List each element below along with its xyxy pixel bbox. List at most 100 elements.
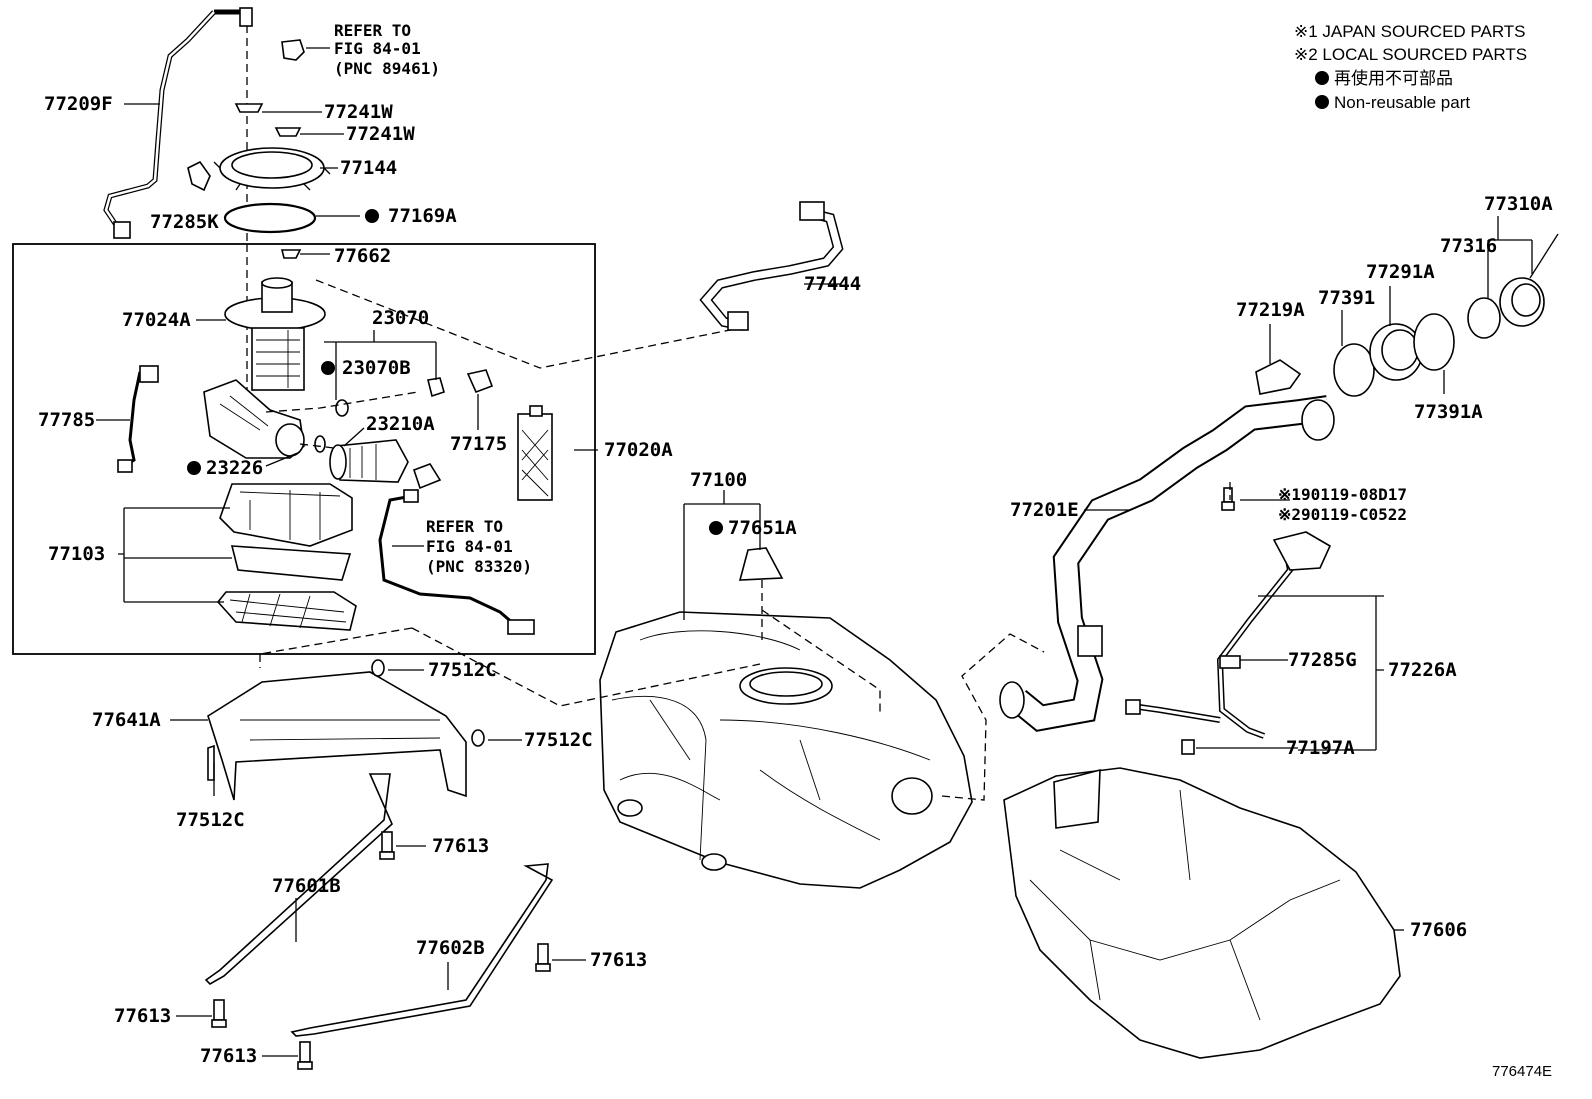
part-label[interactable]: 77512C	[428, 659, 497, 681]
tank-protector-drawing	[1003, 767, 1401, 1059]
part-label[interactable]: 77285G	[1288, 649, 1357, 671]
o-ring-drawing	[335, 399, 349, 417]
part-label[interactable]: 77241W	[346, 123, 415, 145]
part-label[interactable]: 77201E	[1010, 499, 1079, 521]
non-reusable-dot-icon	[365, 209, 379, 223]
non-reusable-dot-icon	[187, 461, 201, 475]
part-label[interactable]: 77197A	[1286, 737, 1355, 759]
strap-rear-drawing	[290, 863, 554, 1037]
part-label[interactable]: 23070B	[342, 357, 411, 379]
part-label[interactable]: 77100	[690, 469, 747, 491]
leader-lines	[96, 47, 1533, 1057]
part-label[interactable]: 77785	[38, 409, 95, 431]
part-label[interactable]: 77613	[590, 949, 647, 971]
breather-tube-drawing	[1125, 531, 1332, 755]
filler-bolt-drawing	[1221, 487, 1235, 511]
clip-drawing	[274, 127, 302, 137]
refer-note-top: REFER TO FIG 84-01 (PNC 89461)	[334, 21, 440, 78]
fuel-pump-assembly-frame	[12, 243, 596, 655]
part-label[interactable]: 77024A	[122, 309, 191, 331]
part-label[interactable]: 23210A	[366, 413, 435, 435]
refer-note-harness: REFER TO FIG 84-01 (PNC 83320)	[426, 517, 532, 576]
part-label[interactable]: 77512C	[176, 809, 245, 831]
vapor-hose-drawing	[699, 201, 844, 331]
lower-case-drawing	[216, 483, 357, 631]
part-label[interactable]: 77144	[340, 157, 397, 179]
part-label[interactable]: ※290119-C0522	[1278, 505, 1407, 524]
gauge-sender-drawing	[117, 365, 159, 473]
non-reusable-dot-icon	[1315, 71, 1329, 85]
part-label[interactable]: 77241W	[324, 101, 393, 123]
clip-drawing	[207, 744, 215, 781]
part-label[interactable]: 23070	[372, 307, 429, 329]
part-label[interactable]: 77209F	[44, 93, 113, 115]
non-reusable-dot-icon	[1315, 95, 1329, 109]
part-labels: 77209F 77285K 77241W 77241W 77144 77169A…	[38, 93, 1553, 1067]
refer-line: REFER TO	[426, 517, 503, 536]
legend-line-4: Non-reusable part	[1334, 93, 1470, 112]
refer-line[interactable]: FIG 84-01	[426, 537, 513, 556]
strap-front-drawing	[204, 773, 393, 985]
part-label[interactable]: 77169A	[388, 205, 457, 227]
legend: ※1 JAPAN SOURCED PARTS ※2 LOCAL SOURCED …	[1294, 22, 1527, 112]
pump-body-drawing	[203, 379, 305, 459]
part-label[interactable]: 77226A	[1388, 659, 1457, 681]
cap-gasket-drawing	[1467, 297, 1501, 339]
clamp-drawing	[466, 369, 494, 394]
fuel-cap-drawing	[1499, 233, 1559, 327]
part-label[interactable]: 77512C	[524, 729, 593, 751]
clip-drawing	[371, 659, 385, 677]
heat-protector-drawing	[207, 671, 467, 801]
part-label[interactable]: 77444	[804, 273, 861, 295]
fuel-pump-drawing	[314, 435, 409, 483]
refer-line: (PNC 83320)	[426, 557, 532, 576]
bolt-drawing	[211, 831, 551, 1070]
part-label[interactable]: 77219A	[1236, 299, 1305, 321]
legend-line-1: ※1 JAPAN SOURCED PARTS	[1294, 22, 1526, 41]
gasket-drawing	[1413, 313, 1455, 371]
part-label[interactable]: 77606	[1410, 919, 1467, 941]
part-label[interactable]: 77020A	[604, 439, 673, 461]
part-label[interactable]: 77316	[1440, 235, 1497, 257]
filler-bracket-drawing	[1255, 359, 1302, 395]
sender-cap-drawing	[281, 39, 305, 61]
part-label[interactable]: 77613	[200, 1045, 257, 1067]
clip-drawing	[471, 729, 485, 747]
harness-drawing	[378, 463, 535, 635]
part-label[interactable]: 77641A	[92, 709, 161, 731]
vent-tube-drawing	[103, 7, 253, 239]
clip-drawing	[234, 103, 264, 113]
filler-inlet-drawing	[1369, 323, 1423, 381]
part-label[interactable]: 77601B	[272, 875, 341, 897]
part-label[interactable]: 77613	[114, 1005, 171, 1027]
refer-line[interactable]: FIG 84-01	[334, 39, 421, 58]
refer-line: (PNC 89461)	[334, 59, 440, 78]
non-reusable-dot-icon	[709, 521, 723, 535]
tank-cushion-drawing	[738, 547, 784, 581]
gasket-drawing	[1333, 343, 1375, 397]
figure-id: 776474E	[1492, 1063, 1552, 1080]
part-label[interactable]: 77103	[48, 543, 105, 565]
legend-line-3: 再使用不可部品	[1334, 68, 1453, 88]
retainer-ring-drawing	[213, 147, 331, 191]
cushion-drawing	[280, 249, 302, 259]
part-label[interactable]: 77391	[1318, 287, 1375, 309]
part-label[interactable]: 77391A	[1414, 401, 1483, 423]
part-label[interactable]: 77602B	[416, 937, 485, 959]
refer-line: REFER TO	[334, 21, 411, 40]
part-label[interactable]: 77310A	[1484, 193, 1553, 215]
non-reusable-dot-icon	[321, 361, 335, 375]
fuel-tank-drawing	[599, 611, 973, 889]
legend-line-2: ※2 LOCAL SOURCED PARTS	[1294, 45, 1527, 64]
part-label[interactable]: 77175	[450, 433, 507, 455]
part-label[interactable]: ※190119-08D17	[1278, 485, 1407, 504]
part-label[interactable]: 77651A	[728, 517, 797, 539]
gasket-drawing	[223, 202, 317, 234]
part-label[interactable]: 77291A	[1366, 261, 1435, 283]
part-label[interactable]: 77662	[334, 245, 391, 267]
part-label[interactable]: 77613	[432, 835, 489, 857]
part-label[interactable]: 77285K	[150, 211, 219, 233]
part-label[interactable]: 23226	[206, 457, 263, 479]
